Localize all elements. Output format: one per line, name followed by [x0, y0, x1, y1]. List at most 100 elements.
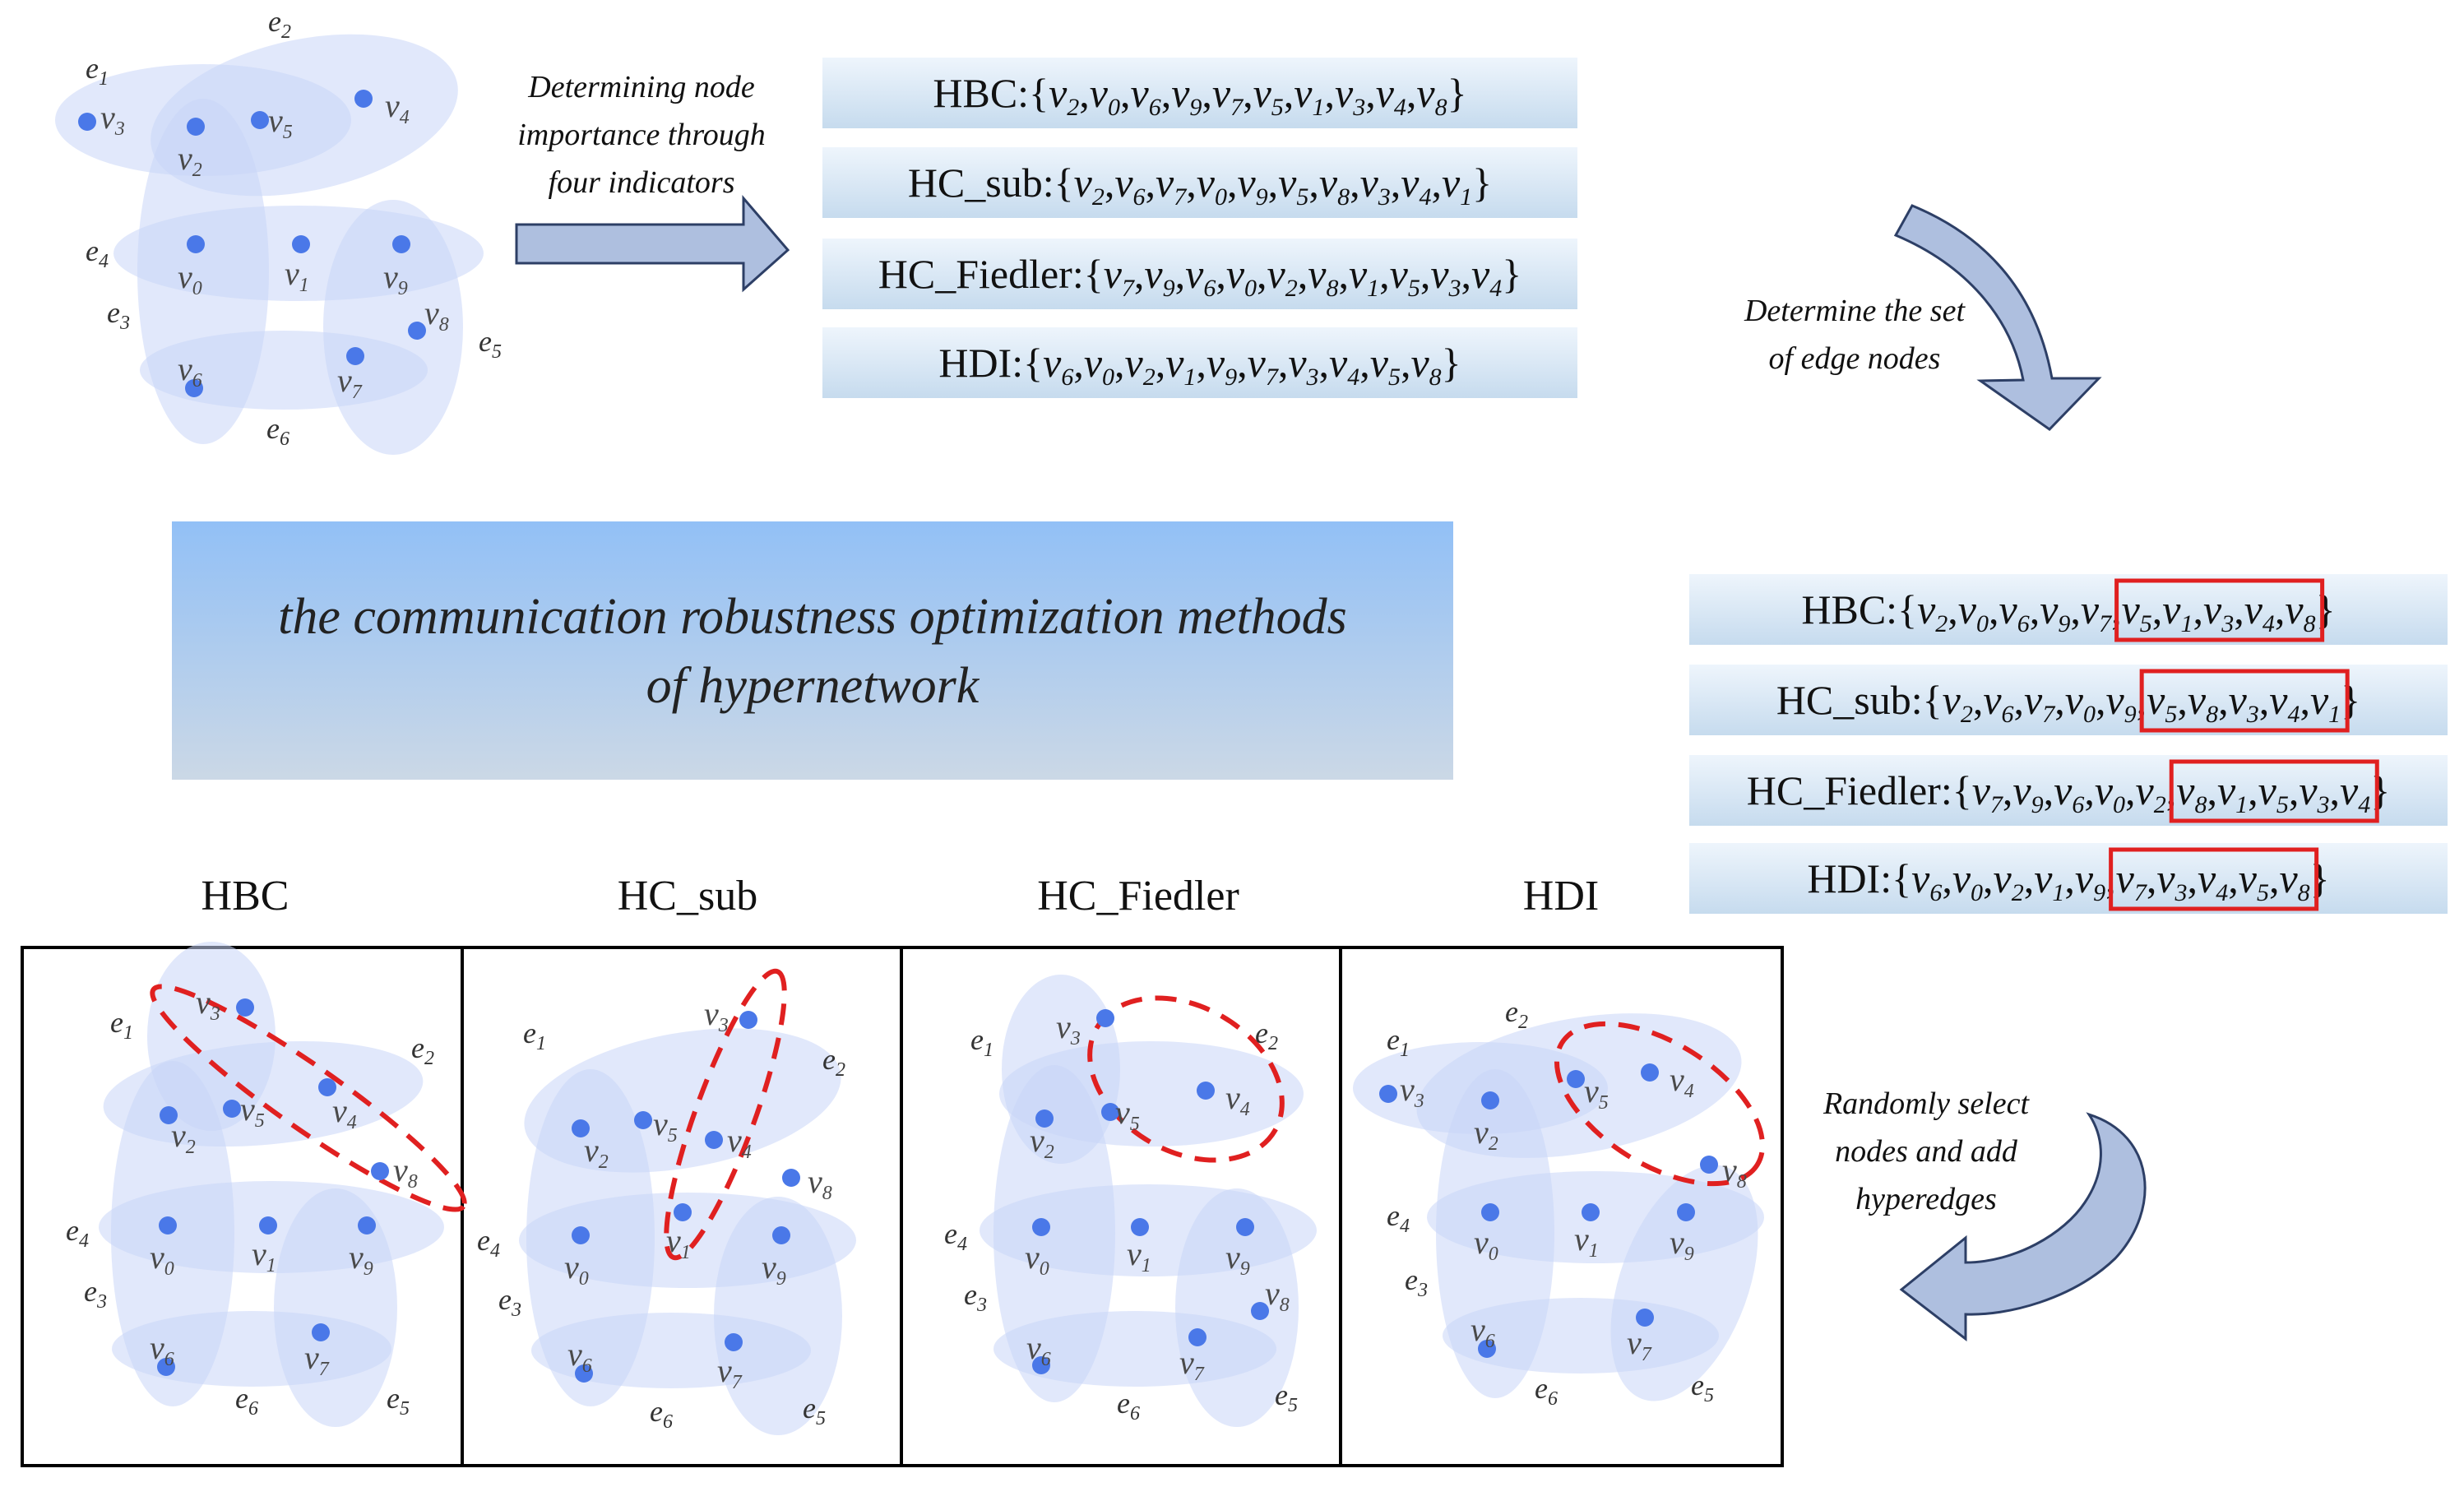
- svg-text:e6: e6: [266, 412, 289, 450]
- title-box: the communication robustness optimizatio…: [172, 521, 1453, 780]
- node-v2: [187, 118, 205, 136]
- arrow-importance: Determining node importance through four…: [515, 70, 790, 293]
- hyperedge-e6: [531, 1313, 811, 1388]
- svg-text:e4: e4: [66, 1214, 89, 1252]
- caption-random-3: hyperedges: [1855, 1182, 1997, 1216]
- svg-text:v4: v4: [727, 1122, 752, 1163]
- edge-ranking-box-hc-sub: HC_sub:{v2,v6,v7,v0,v9,v5,v8,v3,v4,v1}: [1689, 665, 2448, 735]
- caption-edge-nodes-2: of edge nodes: [1769, 341, 1941, 376]
- caption-random-2: nodes and add: [1835, 1134, 2018, 1169]
- edge-node-frame: [2169, 759, 2379, 823]
- svg-text:e4: e4: [944, 1217, 967, 1255]
- svg-text:e6: e6: [235, 1382, 258, 1420]
- node-v1: [292, 235, 310, 253]
- svg-text:e1: e1: [86, 52, 109, 90]
- svg-text:e6: e6: [1535, 1372, 1558, 1410]
- hyperedge-e5: [274, 1188, 397, 1427]
- ranking-box-hc-fiedler: HC_Fiedler:{v7,v9,v6,v0,v2,v8,v1,v5,v3,v…: [822, 239, 1577, 309]
- svg-text:e1: e1: [1387, 1023, 1410, 1061]
- svg-text:v1: v1: [1127, 1235, 1151, 1276]
- ranking-list-text: HC_sub:{v2,v6,v7,v0,v9,v5,v8,v3,v4,v1}: [1776, 677, 2360, 728]
- svg-text:e3: e3: [1405, 1263, 1428, 1301]
- ranking-list-text: HC_Fiedler:{v7,v9,v6,v0,v2,v8,v1,v5,v3,v…: [878, 251, 1522, 302]
- header-hc-sub: HC_sub: [618, 873, 757, 920]
- added-hyperedge: [664, 968, 787, 1261]
- hyperedge-e6: [993, 1311, 1276, 1387]
- svg-text:e2: e2: [1505, 995, 1528, 1033]
- svg-text:e5: e5: [1275, 1378, 1298, 1416]
- method-headers: HBC HC_sub HC_Fiedler HDI: [201, 873, 1600, 920]
- node-v9: [392, 235, 410, 253]
- svg-text:e2: e2: [1255, 1017, 1278, 1054]
- ranking-list-text: HBC:{v2,v0,v6,v9,v7,v5,v1,v3,v4,v8}: [933, 70, 1466, 121]
- svg-text:v8: v8: [393, 1151, 418, 1193]
- caption-random-1: Randomly select: [1823, 1086, 2031, 1121]
- ranking-list-text: HC_Fiedler:{v7,v9,v6,v0,v2,v8,v1,v5,v3,v…: [1747, 767, 2391, 818]
- svg-text:e6: e6: [650, 1395, 673, 1433]
- svg-text:e3: e3: [498, 1283, 521, 1321]
- title-line-2: of hypernetwork: [646, 658, 980, 714]
- svg-text:e4: e4: [1387, 1199, 1410, 1237]
- svg-text:v8: v8: [1722, 1151, 1747, 1193]
- svg-text:e1: e1: [523, 1017, 546, 1054]
- title-line-1: the communication robustness optimizatio…: [278, 589, 1347, 645]
- svg-text:e1: e1: [110, 1006, 133, 1044]
- panel-hc-fiedler: e1 e2 e4 e3 e6 e5 v3 v2 v5 v4 v0 v1 v9 v…: [944, 975, 1317, 1427]
- svg-text:v3: v3: [1400, 1071, 1424, 1112]
- node-v7: [346, 347, 364, 365]
- original-hypergraph: e1 e2 e4 e3 e5 e6 v3 v2 v5 v4 v0 v1 v9 v…: [55, 5, 502, 455]
- node-v0: [187, 235, 205, 253]
- svg-text:v9: v9: [1670, 1224, 1694, 1265]
- svg-text:v8: v8: [808, 1163, 832, 1204]
- ranking-boxes-edge: HBC:{v2,v0,v6,v9,v7,v5,v1,v3,v4,v8} HC_su…: [1689, 574, 2448, 914]
- added-hyperedge: [1554, 1021, 1766, 1187]
- caption-importance-1: Determining node: [527, 70, 755, 104]
- svg-text:e2: e2: [822, 1043, 845, 1081]
- result-panels: [21, 946, 1784, 1467]
- svg-text:e2: e2: [268, 5, 291, 43]
- ranking-box-hc-sub: HC_sub:{v2,v6,v7,v0,v9,v5,v8,v3,v4,v1}: [822, 147, 1577, 218]
- edge-node-frame: [2114, 578, 2325, 642]
- node-v5: [251, 111, 269, 129]
- svg-text:e3: e3: [107, 296, 130, 334]
- header-hc-fiedler: HC_Fiedler: [1037, 873, 1239, 920]
- svg-text:v3: v3: [704, 995, 729, 1036]
- svg-text:e6: e6: [1117, 1387, 1140, 1424]
- ranking-boxes-top: HBC:{v2,v0,v6,v9,v7,v5,v1,v3,v4,v8} HC_su…: [822, 58, 1577, 398]
- svg-text:e1: e1: [970, 1023, 993, 1061]
- svg-text:e3: e3: [84, 1275, 107, 1313]
- ranking-box-hbc: HBC:{v2,v0,v6,v9,v7,v5,v1,v3,v4,v8}: [822, 58, 1577, 128]
- svg-text:e2: e2: [411, 1031, 434, 1069]
- svg-text:e5: e5: [479, 325, 502, 363]
- svg-text:e5: e5: [803, 1392, 826, 1429]
- panel-hc-sub: e1 e2 e4 e3 e6 e5 v3 v2 v5 v4 v8 v0 v1 v…: [477, 968, 856, 1435]
- header-hbc: HBC: [201, 873, 289, 920]
- svg-text:e5: e5: [387, 1382, 410, 1420]
- svg-text:v7: v7: [1179, 1344, 1205, 1385]
- ranking-list-text: HDI:{v6,v0,v2,v1,v9,v7,v3,v4,v5,v8}: [1807, 855, 2329, 906]
- svg-text:v0: v0: [178, 258, 202, 299]
- panel-hbc: e1 e2 e4 e3 e6 e5 v3 v2 v5 v4 v8 v0 v1 v…: [66, 942, 467, 1427]
- edge-ranking-box-hbc: HBC:{v2,v0,v6,v9,v7,v5,v1,v3,v4,v8}: [1689, 574, 2448, 645]
- ranking-list-text: HBC:{v2,v0,v6,v9,v7,v5,v1,v3,v4,v8}: [1801, 586, 2335, 637]
- edge-node-frame: [2109, 847, 2319, 911]
- svg-text:v0: v0: [564, 1248, 589, 1290]
- ranking-box-hdi: HDI:{v6,v0,v2,v1,v9,v7,v3,v4,v5,v8}: [822, 327, 1577, 398]
- ranking-list-text: HDI:{v6,v0,v2,v1,v9,v7,v3,v4,v5,v8}: [938, 340, 1461, 391]
- panel-hdi: e1 e2 e4 e3 e6 e5 v3 v2 v5 v4 v8 v0 v1 v…: [1353, 995, 1766, 1410]
- svg-text:e4: e4: [86, 234, 109, 272]
- caption-edge-nodes-1: Determine the set: [1744, 294, 1966, 328]
- svg-text:v1: v1: [252, 1235, 276, 1276]
- edge-node-frame: [2139, 669, 2350, 733]
- added-hyperedge: [150, 984, 467, 1212]
- node-v8: [408, 322, 426, 340]
- added-hyperedge: [1087, 995, 1285, 1163]
- edge-ranking-box-hc-fiedler: HC_Fiedler:{v7,v9,v6,v0,v2,v8,v1,v5,v3,v…: [1689, 755, 2448, 826]
- svg-text:v4: v4: [1225, 1079, 1250, 1120]
- svg-text:e3: e3: [964, 1278, 987, 1316]
- header-hdi: HDI: [1523, 873, 1599, 920]
- arrow-random-select: Randomly select nodes and add hyperedges: [1823, 1086, 2147, 1342]
- node-v4: [354, 90, 373, 108]
- edge-ranking-box-hdi: HDI:{v6,v0,v2,v1,v9,v7,v3,v4,v5,v8}: [1689, 843, 2448, 914]
